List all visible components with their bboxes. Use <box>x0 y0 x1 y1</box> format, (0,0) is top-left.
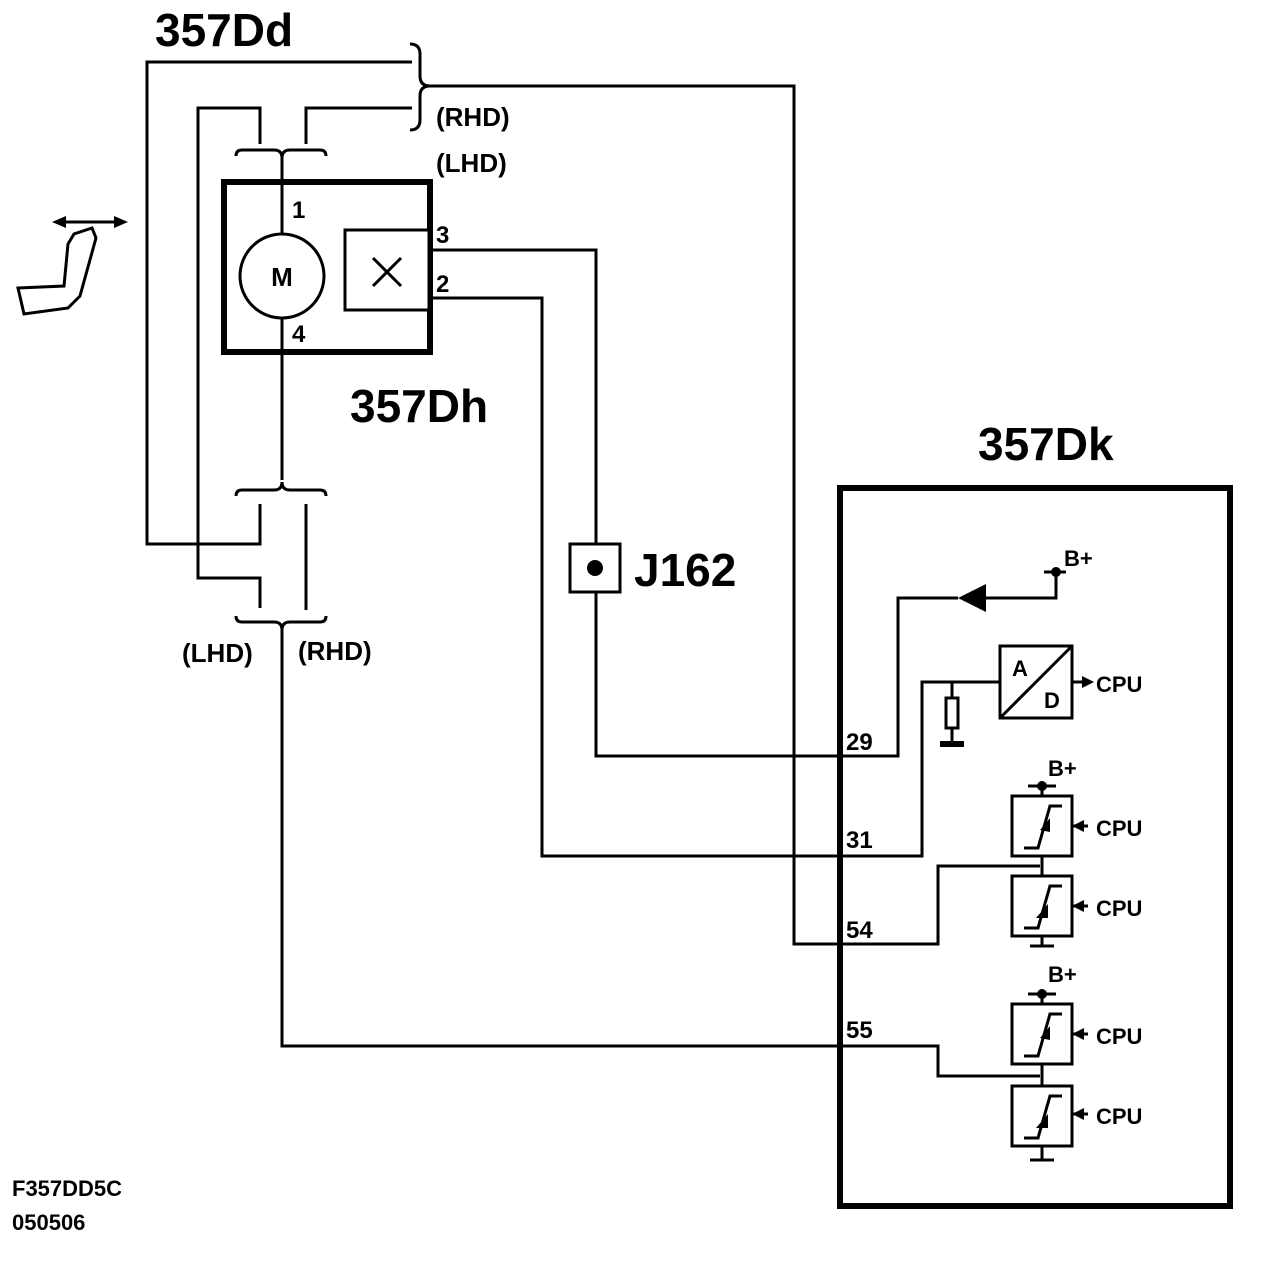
lower-lhd-rhd-brace <box>234 615 328 631</box>
connector-j162: J162 <box>568 542 736 596</box>
figure-date: 050506 <box>12 1210 85 1235</box>
module-pin-54: 54 <box>846 917 873 944</box>
cpu-label-adc: CPU <box>1096 672 1142 697</box>
connector-ref: J162 <box>634 544 736 596</box>
ad-converter: A D CPU <box>998 644 1142 720</box>
wire-pin-29 <box>430 248 958 758</box>
figure-id: F357DD5C <box>12 1176 122 1201</box>
motor-pin-3: 3 <box>436 222 449 249</box>
motor-icon <box>238 232 326 320</box>
svg-text:CPU: CPU <box>1096 1104 1142 1129</box>
wire-pin-55 <box>280 630 1040 1078</box>
wire-pin-31 <box>430 296 1000 858</box>
module-pin-55: 55 <box>846 1017 873 1044</box>
svg-text:A: A <box>1012 656 1028 681</box>
lower-upper-brace <box>234 481 328 497</box>
svg-text:D: D <box>1044 688 1060 713</box>
driver-pair-1: B+ CPU CPU <box>1010 756 1142 948</box>
motor-symbol: M <box>271 262 293 292</box>
pulldown-resistor <box>940 682 964 747</box>
supply-label-1: B+ <box>1064 546 1093 571</box>
lhd-label-top: (LHD) <box>436 148 507 178</box>
motor-pin-4: 4 <box>292 321 306 348</box>
motor-ref: 357Dh <box>350 380 488 432</box>
motor-pin-2: 2 <box>436 271 449 298</box>
lhd-label-bottom: (LHD) <box>182 638 253 668</box>
wire-inner-loop <box>196 106 412 608</box>
sensor-x-icon <box>371 256 403 288</box>
rhd-label-top: (RHD) <box>436 102 510 132</box>
wire-pin-54 <box>430 84 1040 946</box>
module-pin-29: 29 <box>846 729 873 756</box>
svg-text:B+: B+ <box>1048 962 1077 987</box>
driver-pair-2: B+ CPU CPU <box>1010 962 1142 1162</box>
motor-pin-1: 1 <box>292 197 305 224</box>
module-pin-31: 31 <box>846 827 873 854</box>
seat-icon <box>16 216 128 316</box>
svg-text:B+: B+ <box>1048 756 1077 781</box>
top-brace <box>409 42 431 132</box>
module-ref: 357Dk <box>978 418 1114 470</box>
svg-text:CPU: CPU <box>1096 896 1142 921</box>
wire-outer-loop <box>145 60 412 546</box>
svg-text:CPU: CPU <box>1096 1024 1142 1049</box>
seat-switch-ref: 357Dd <box>155 4 293 56</box>
module-box <box>837 485 1233 1209</box>
rhd-label-bottom: (RHD) <box>298 636 372 666</box>
supply-diode: B+ <box>958 546 1093 612</box>
motor-box: M 1 4 3 2 <box>221 179 449 355</box>
upper-lhd-brace <box>234 148 328 159</box>
svg-text:CPU: CPU <box>1096 816 1142 841</box>
